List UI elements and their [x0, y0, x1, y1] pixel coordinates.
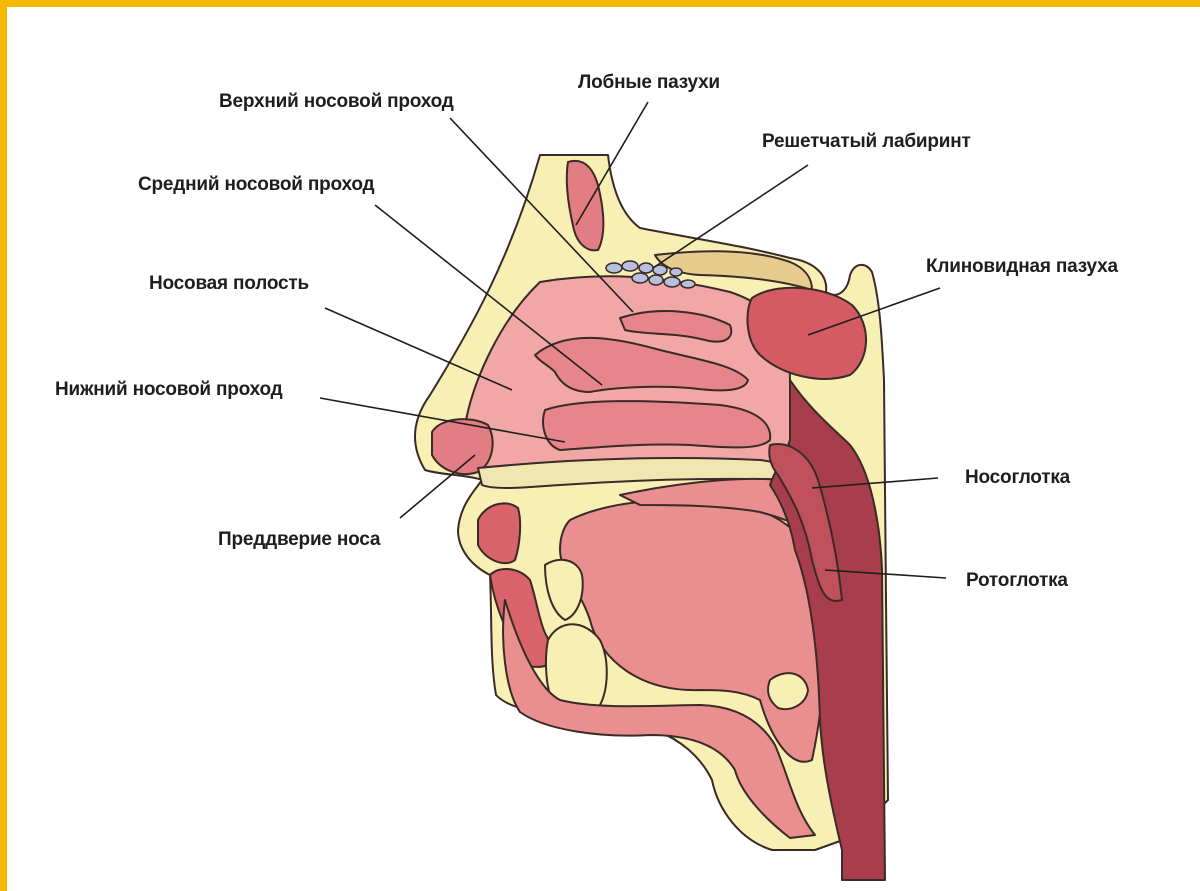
label-lower-meatus: Нижний носовой проход	[55, 379, 283, 401]
label-middle-meatus: Средний носовой проход	[138, 174, 374, 196]
label-vestibule: Преддверие носа	[218, 529, 380, 551]
label-nasal-cavity: Носовая полость	[149, 273, 309, 295]
label-nasopharynx: Носоглотка	[965, 467, 1070, 489]
label-frontal-sinus: Лобные пазухи	[578, 72, 720, 94]
label-sphenoid: Клиновидная пазуха	[926, 256, 1118, 278]
label-ethmoid: Решетчатый лабиринт	[762, 131, 971, 153]
upper-lip	[478, 503, 520, 563]
label-oropharynx: Ротоглотка	[966, 570, 1068, 592]
inferior-turbinate	[543, 401, 770, 450]
label-upper-meatus: Верхний носовой проход	[219, 91, 454, 113]
